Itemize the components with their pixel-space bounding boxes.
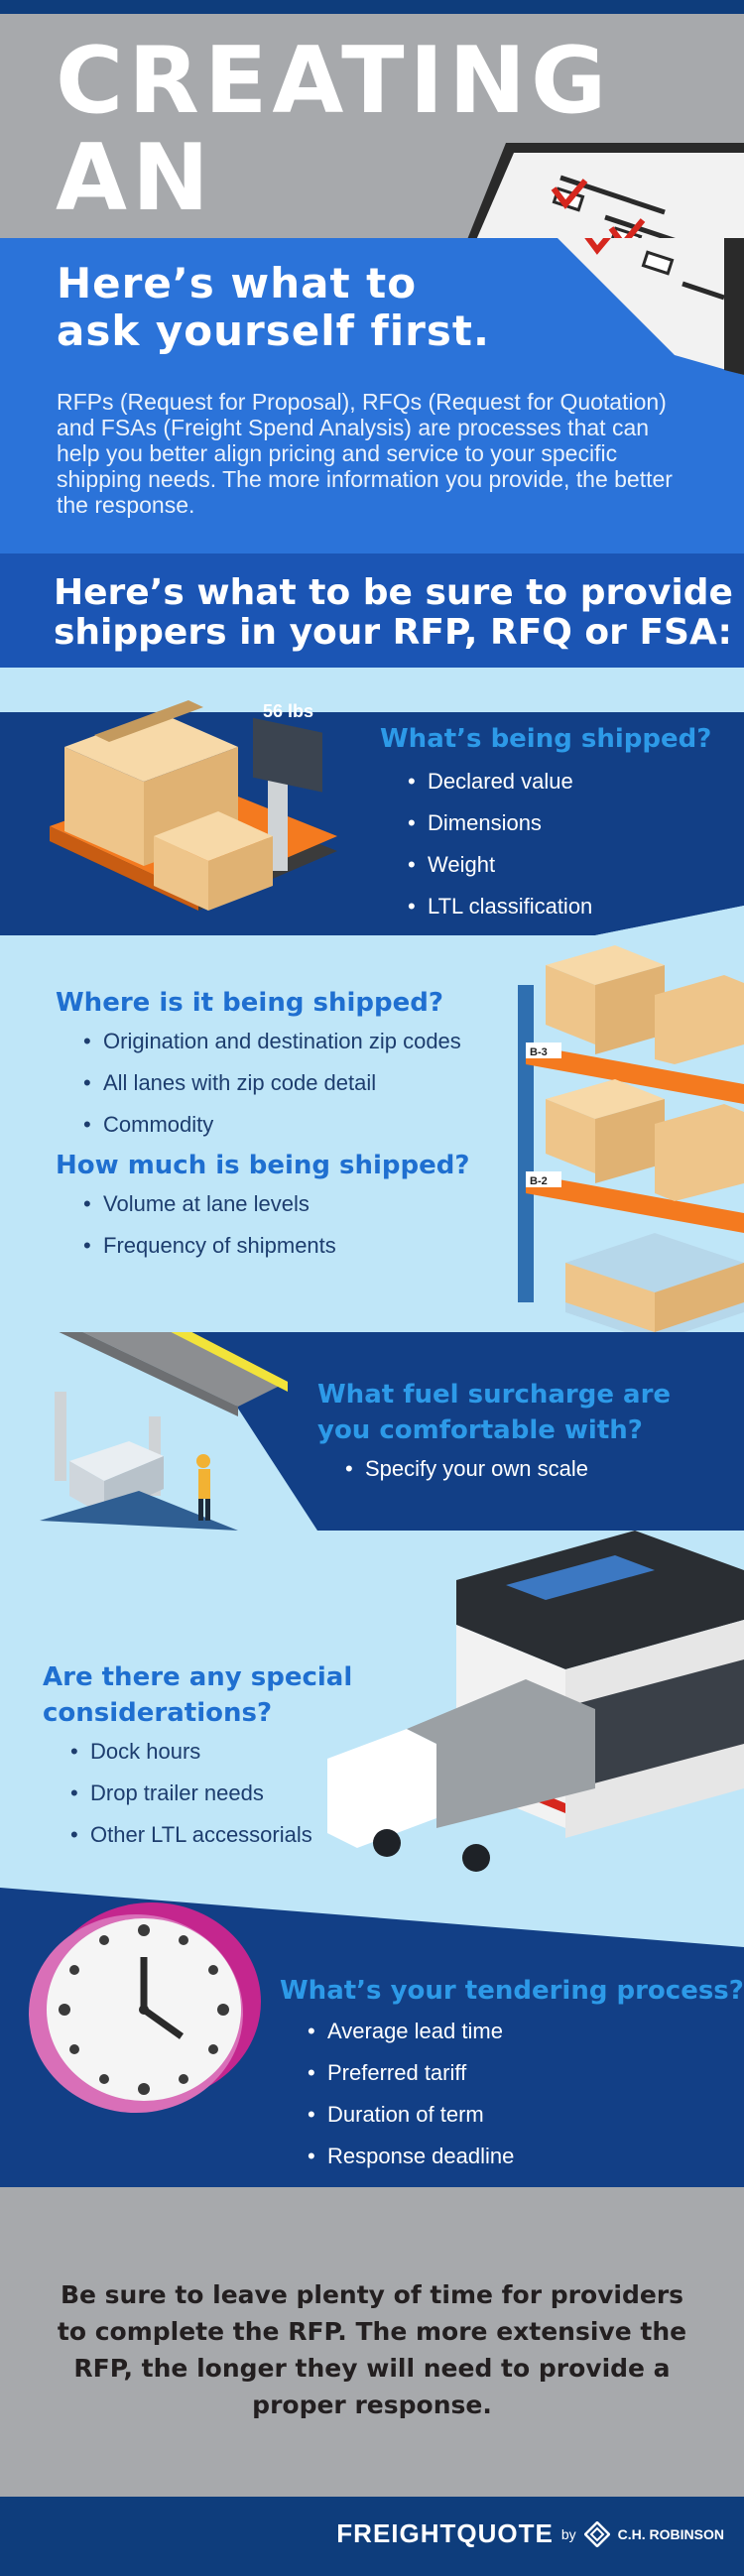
list-item: Response deadline [308,2136,744,2177]
list-item: Weight [408,844,711,886]
chrobinson-logo-icon [583,2520,610,2547]
tendering-heading: What’s your tendering process? [280,1976,744,2006]
fuel-section: What fuel surcharge are you comfortable … [0,1332,744,1531]
list-item: Drop trailer needs [70,1773,352,1814]
scale-weight-label: 56 lbs [263,701,313,721]
how-much-heading: How much is being shipped? [56,1151,470,1180]
page-title-line-2: RFP/RFQ. [56,226,744,238]
freightquote-logo: FREIGHTQUOTE [336,2518,554,2548]
where-heading: Where is it being shipped? [56,988,443,1018]
page-title-line-1: CREATING AN [56,27,612,231]
title-section: CREATING AN RFP/RFQ. [0,14,744,238]
special-heading-line-1: Are there any special [43,1662,353,1692]
provide-section: Here’s what to be sure to provide shippe… [0,553,744,668]
special-heading: Are there any special considerations? [43,1659,352,1731]
intro-paragraph: RFPs (Request for Proposal), RFQs (Reque… [57,389,673,518]
clipboard-checklist-icon [467,143,744,238]
list-item: Volume at lane levels [83,1183,470,1225]
rack-label-b2 [526,1171,561,1187]
closing-note: Be sure to leave plenty of time for prov… [57,2280,687,2419]
list-item: Frequency of shipments [83,1225,470,1267]
special-heading-line-2: considerations? [43,1698,273,1728]
clipboard-edge-icon [558,238,744,375]
list-item: Specify your own scale [345,1448,671,1490]
special-section: Are there any special considerations? Do… [0,1531,744,1888]
list-item: Other LTL accessorials [70,1814,352,1856]
list-item: Preferred tariff [308,2052,744,2094]
intro-heading-line-2: ask yourself first. [57,307,490,355]
shipped-list: Declared value Dimensions Weight LTL cla… [408,761,711,927]
intro-heading: Here’s what to ask yourself first. [57,260,490,355]
top-bar [0,0,744,14]
list-item: LTL classification [408,886,711,927]
fuel-heading: What fuel surcharge are you comfortable … [317,1377,671,1448]
shipped-section: 56 lbs What’s being shipped? Declared va… [0,668,744,935]
intro-heading-line-1: Here’s what to [57,259,418,307]
list-item: All lanes with zip code detail [83,1062,470,1104]
svg-text:B-2: B-2 [530,1175,548,1187]
fuel-list: Specify your own scale [345,1448,671,1490]
list-item: Duration of term [308,2094,744,2136]
clock-icon [29,1902,261,2113]
provide-heading-line-2: shippers in your RFP, RFQ or FSA: [54,612,732,653]
tendering-list: Average lead time Preferred tariff Durat… [308,2011,744,2177]
where-section: B-3 B-2 Where is it being shipped? Origi… [0,935,744,1332]
provide-heading: Here’s what to be sure to provide shippe… [54,573,733,653]
provide-heading-line-1: Here’s what to be sure to provide [54,572,733,613]
page-title: CREATING AN RFP/RFQ. [56,32,744,238]
list-item: Average lead time [308,2011,744,2052]
fuel-heading-line-1: What fuel surcharge are [317,1380,672,1410]
list-item: Commodity [83,1104,470,1146]
special-list: Dock hours Drop trailer needs Other LTL … [70,1731,352,1856]
brand-footer: FREIGHTQUOTE by C.H. ROBINSON [0,2497,744,2576]
fuel-heading-line-2: you comfortable with? [317,1415,643,1445]
tendering-section: What’s your tendering process? Average l… [0,1888,744,2187]
intro-section: Here’s what to ask yourself first. RFPs … [0,238,744,553]
package-scale-icon: 56 lbs [50,700,337,911]
shipped-heading: What’s being shipped? [380,724,712,754]
list-item: Dimensions [408,802,711,844]
closing-section: Be sure to leave plenty of time for prov… [0,2187,744,2497]
chrobinson-logo-text: C.H. ROBINSON [617,2525,724,2542]
list-item: Declared value [408,761,711,802]
warehouse-shelves-icon: B-3 B-2 [518,945,744,1332]
rack-label-b3 [526,1043,561,1058]
list-item: Dock hours [70,1731,352,1773]
svg-text:B-3: B-3 [530,1046,548,1058]
gas-station-icon [40,1332,288,1531]
brand-by-text: by [560,2525,576,2542]
list-item: Origination and destination zip codes [83,1021,470,1062]
where-list: Origination and destination zip codes Al… [83,1021,470,1146]
warehouse-truck-icon [327,1531,744,1872]
how-much-list: Volume at lane levels Frequency of shipm… [83,1183,470,1267]
brand-lockup: FREIGHTQUOTE by C.H. ROBINSON [336,2518,724,2549]
